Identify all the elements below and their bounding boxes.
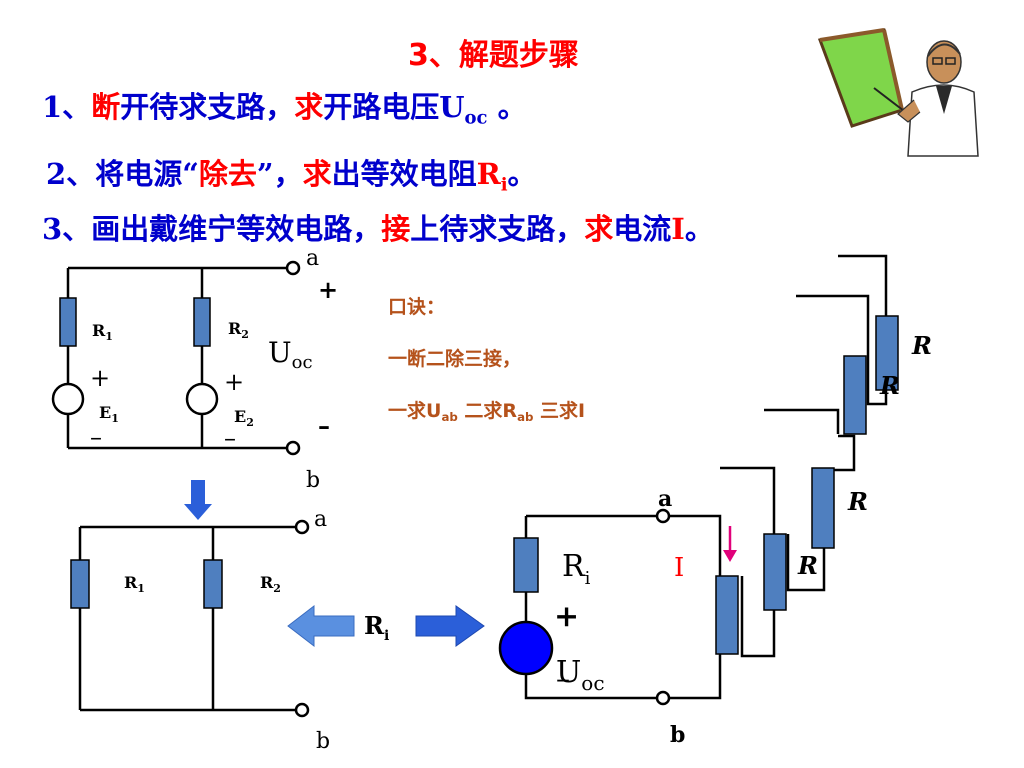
right-arrow-icon	[415, 605, 485, 647]
step-1-symbol-sub: oc	[464, 107, 488, 129]
step-3-keyword-find: 求	[584, 212, 614, 246]
label-r2: R2	[260, 573, 281, 595]
step-2-symbol: R	[476, 157, 501, 191]
resistor-r2	[203, 559, 223, 609]
label-ri: Ri	[364, 611, 389, 644]
terminal-b-label: b	[316, 729, 330, 754]
source-e1	[51, 382, 85, 416]
ladder-label-3: R	[847, 487, 868, 516]
mnemonic-line-2: 一断二除三接，	[388, 348, 522, 370]
terminal-a-label: a	[658, 486, 672, 512]
e2-minus: –	[224, 424, 236, 452]
thevenin-equivalent-circuit: R R R R a b Ri + Uoc – I	[498, 254, 932, 748]
ladder-label-4: R	[797, 551, 818, 580]
label-uoc: Uoc	[268, 336, 313, 373]
ladder-label-1: R	[911, 331, 932, 360]
terminal-a	[294, 519, 310, 535]
step-2-text-b: ”，	[256, 157, 303, 191]
step-2: 2、将电源“除去”，求出等效电阻Ri。	[46, 151, 537, 195]
terminal-b-label: b	[306, 468, 320, 493]
step-2-end: 。	[507, 157, 537, 191]
teacher-clipart	[817, 28, 979, 157]
resistor-r2	[193, 297, 211, 347]
slide-title: 3、解题步骤	[408, 38, 579, 73]
step-1-keyword-disconnect: 断	[91, 90, 121, 124]
mnemonic-heading: 口诀：	[388, 296, 446, 318]
step-3-text-b: 上待求支路，	[410, 212, 585, 246]
ladder-resistor-1	[875, 315, 899, 391]
label-ri: Ri	[562, 549, 591, 589]
ladder-resistor-4	[763, 533, 787, 611]
resistor-r1	[59, 297, 77, 347]
terminal-a	[655, 508, 671, 524]
label-r1: R1	[124, 573, 145, 595]
down-arrow-icon	[184, 480, 212, 520]
step-3-keyword-connect: 接	[381, 212, 411, 246]
step-3: 3、画出戴维宁等效电路，接上待求支路，求电流I。	[42, 206, 714, 248]
step-3-text-c: 电流	[613, 212, 672, 246]
resistor-r1	[70, 559, 90, 609]
ladder-resistor-3	[811, 467, 835, 549]
left-arrow-icon	[287, 604, 355, 648]
step-2-text-a: 将电源“	[95, 157, 199, 191]
e1-minus: –	[90, 423, 102, 451]
source-e2	[185, 382, 219, 416]
label-r1: R1	[92, 321, 113, 343]
step-3-number: 3、	[42, 212, 92, 246]
label-e2: E2	[234, 407, 254, 429]
circuit-open-circuit-voltage: a b + – R1 R2 + E1 – + E2 – Uoc	[51, 246, 338, 493]
step-2-keyword-remove: 除去	[198, 157, 257, 191]
step-2-symbol-sub: i	[500, 174, 508, 196]
step-3-end: 。	[684, 212, 714, 246]
terminal-a	[285, 260, 301, 276]
mnemonic-line-3: 一求Uab 二求Rab 三求I	[388, 400, 586, 425]
voltage-plus: +	[318, 275, 338, 304]
terminal-b	[655, 690, 671, 706]
terminal-b	[294, 702, 310, 718]
step-3-symbol: I	[671, 212, 685, 246]
terminal-a-label: a	[314, 507, 327, 532]
step-1-text-b: 开路电压	[323, 90, 440, 124]
circuit-equivalent-resistance: a b R1 R2	[70, 507, 330, 754]
ri-arrows: Ri	[287, 604, 485, 648]
terminal-b-label: b	[670, 722, 685, 748]
step-3-text-a: 画出戴维宁等效电路，	[91, 212, 382, 246]
label-e1: E1	[99, 403, 119, 425]
voltage-source-uoc	[498, 620, 554, 676]
source-minus: –	[556, 662, 570, 695]
label-current-i: I	[674, 553, 684, 583]
step-2-keyword-find: 求	[302, 157, 332, 191]
resistor-ri	[513, 537, 539, 593]
terminal-a-label: a	[306, 246, 319, 271]
step-1-symbol: U	[439, 90, 465, 124]
step-1: 1、断开待求支路，求开路电压Uoc 。	[42, 84, 527, 128]
step-1-text-a: 开待求支路，	[120, 90, 295, 124]
ladder-label-2: R	[879, 371, 900, 400]
e2-plus: +	[224, 368, 244, 396]
ladder-resistor-2	[843, 355, 867, 435]
source-plus: +	[554, 599, 579, 634]
label-r2: R2	[228, 319, 249, 341]
step-2-text-c: 出等效电阻	[331, 157, 477, 191]
terminal-b	[285, 440, 301, 456]
e1-plus: +	[90, 364, 110, 392]
step-1-keyword-find: 求	[294, 90, 324, 124]
step-1-end: 。	[487, 90, 527, 124]
step-2-number: 2、	[46, 157, 96, 191]
label-uoc: Uoc	[556, 655, 605, 695]
step-1-number: 1、	[42, 90, 92, 124]
load-resistor	[715, 575, 739, 655]
voltage-minus: –	[318, 411, 330, 440]
